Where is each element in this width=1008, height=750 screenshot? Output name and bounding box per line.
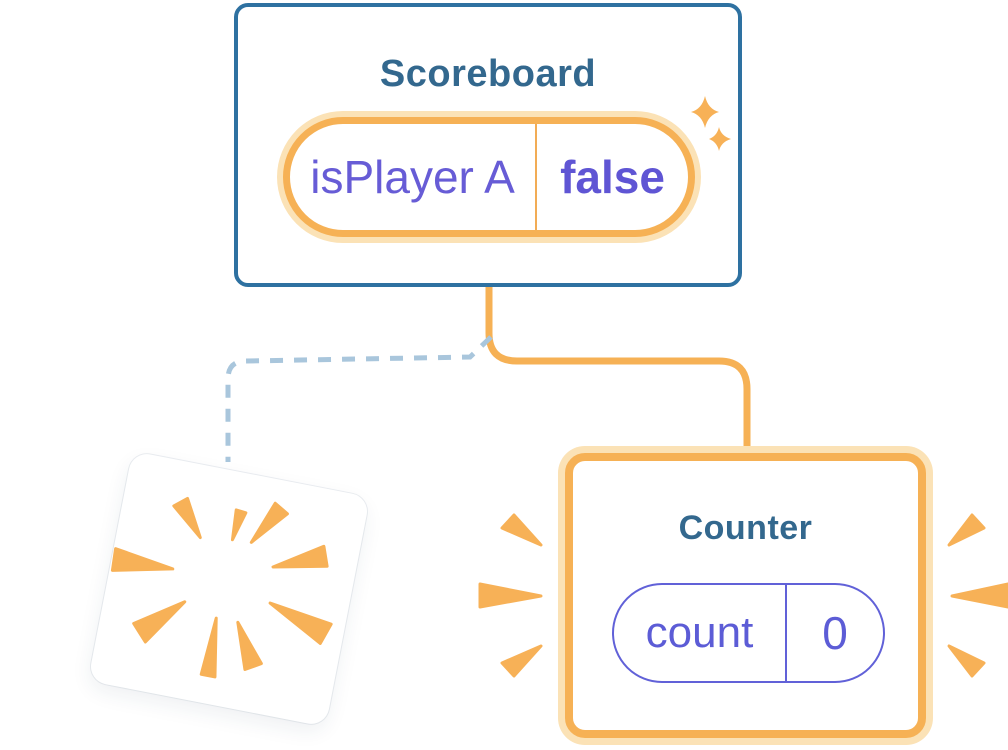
state-name: count: [645, 608, 754, 657]
state-pill: count 0: [612, 583, 885, 683]
state-name: isPlayer A: [310, 151, 515, 203]
component-title: Counter: [678, 509, 813, 547]
dashed-connector-line: [225, 335, 493, 462]
destroyed-component-card: [87, 451, 371, 727]
scoreboard-component-card: Scoreboard isPlayer A false: [234, 3, 742, 287]
component-title: Scoreboard: [379, 53, 597, 95]
state-pill: isPlayer A false: [283, 117, 695, 237]
state-value: 0: [822, 607, 848, 659]
solid-connector-line: [485, 284, 751, 452]
poof-burst-icon: [110, 496, 333, 679]
pill-divider: [535, 124, 537, 230]
state-value: false: [560, 151, 665, 203]
pill-divider: [785, 585, 787, 681]
counter-component-card: Counter count 0: [565, 453, 926, 738]
